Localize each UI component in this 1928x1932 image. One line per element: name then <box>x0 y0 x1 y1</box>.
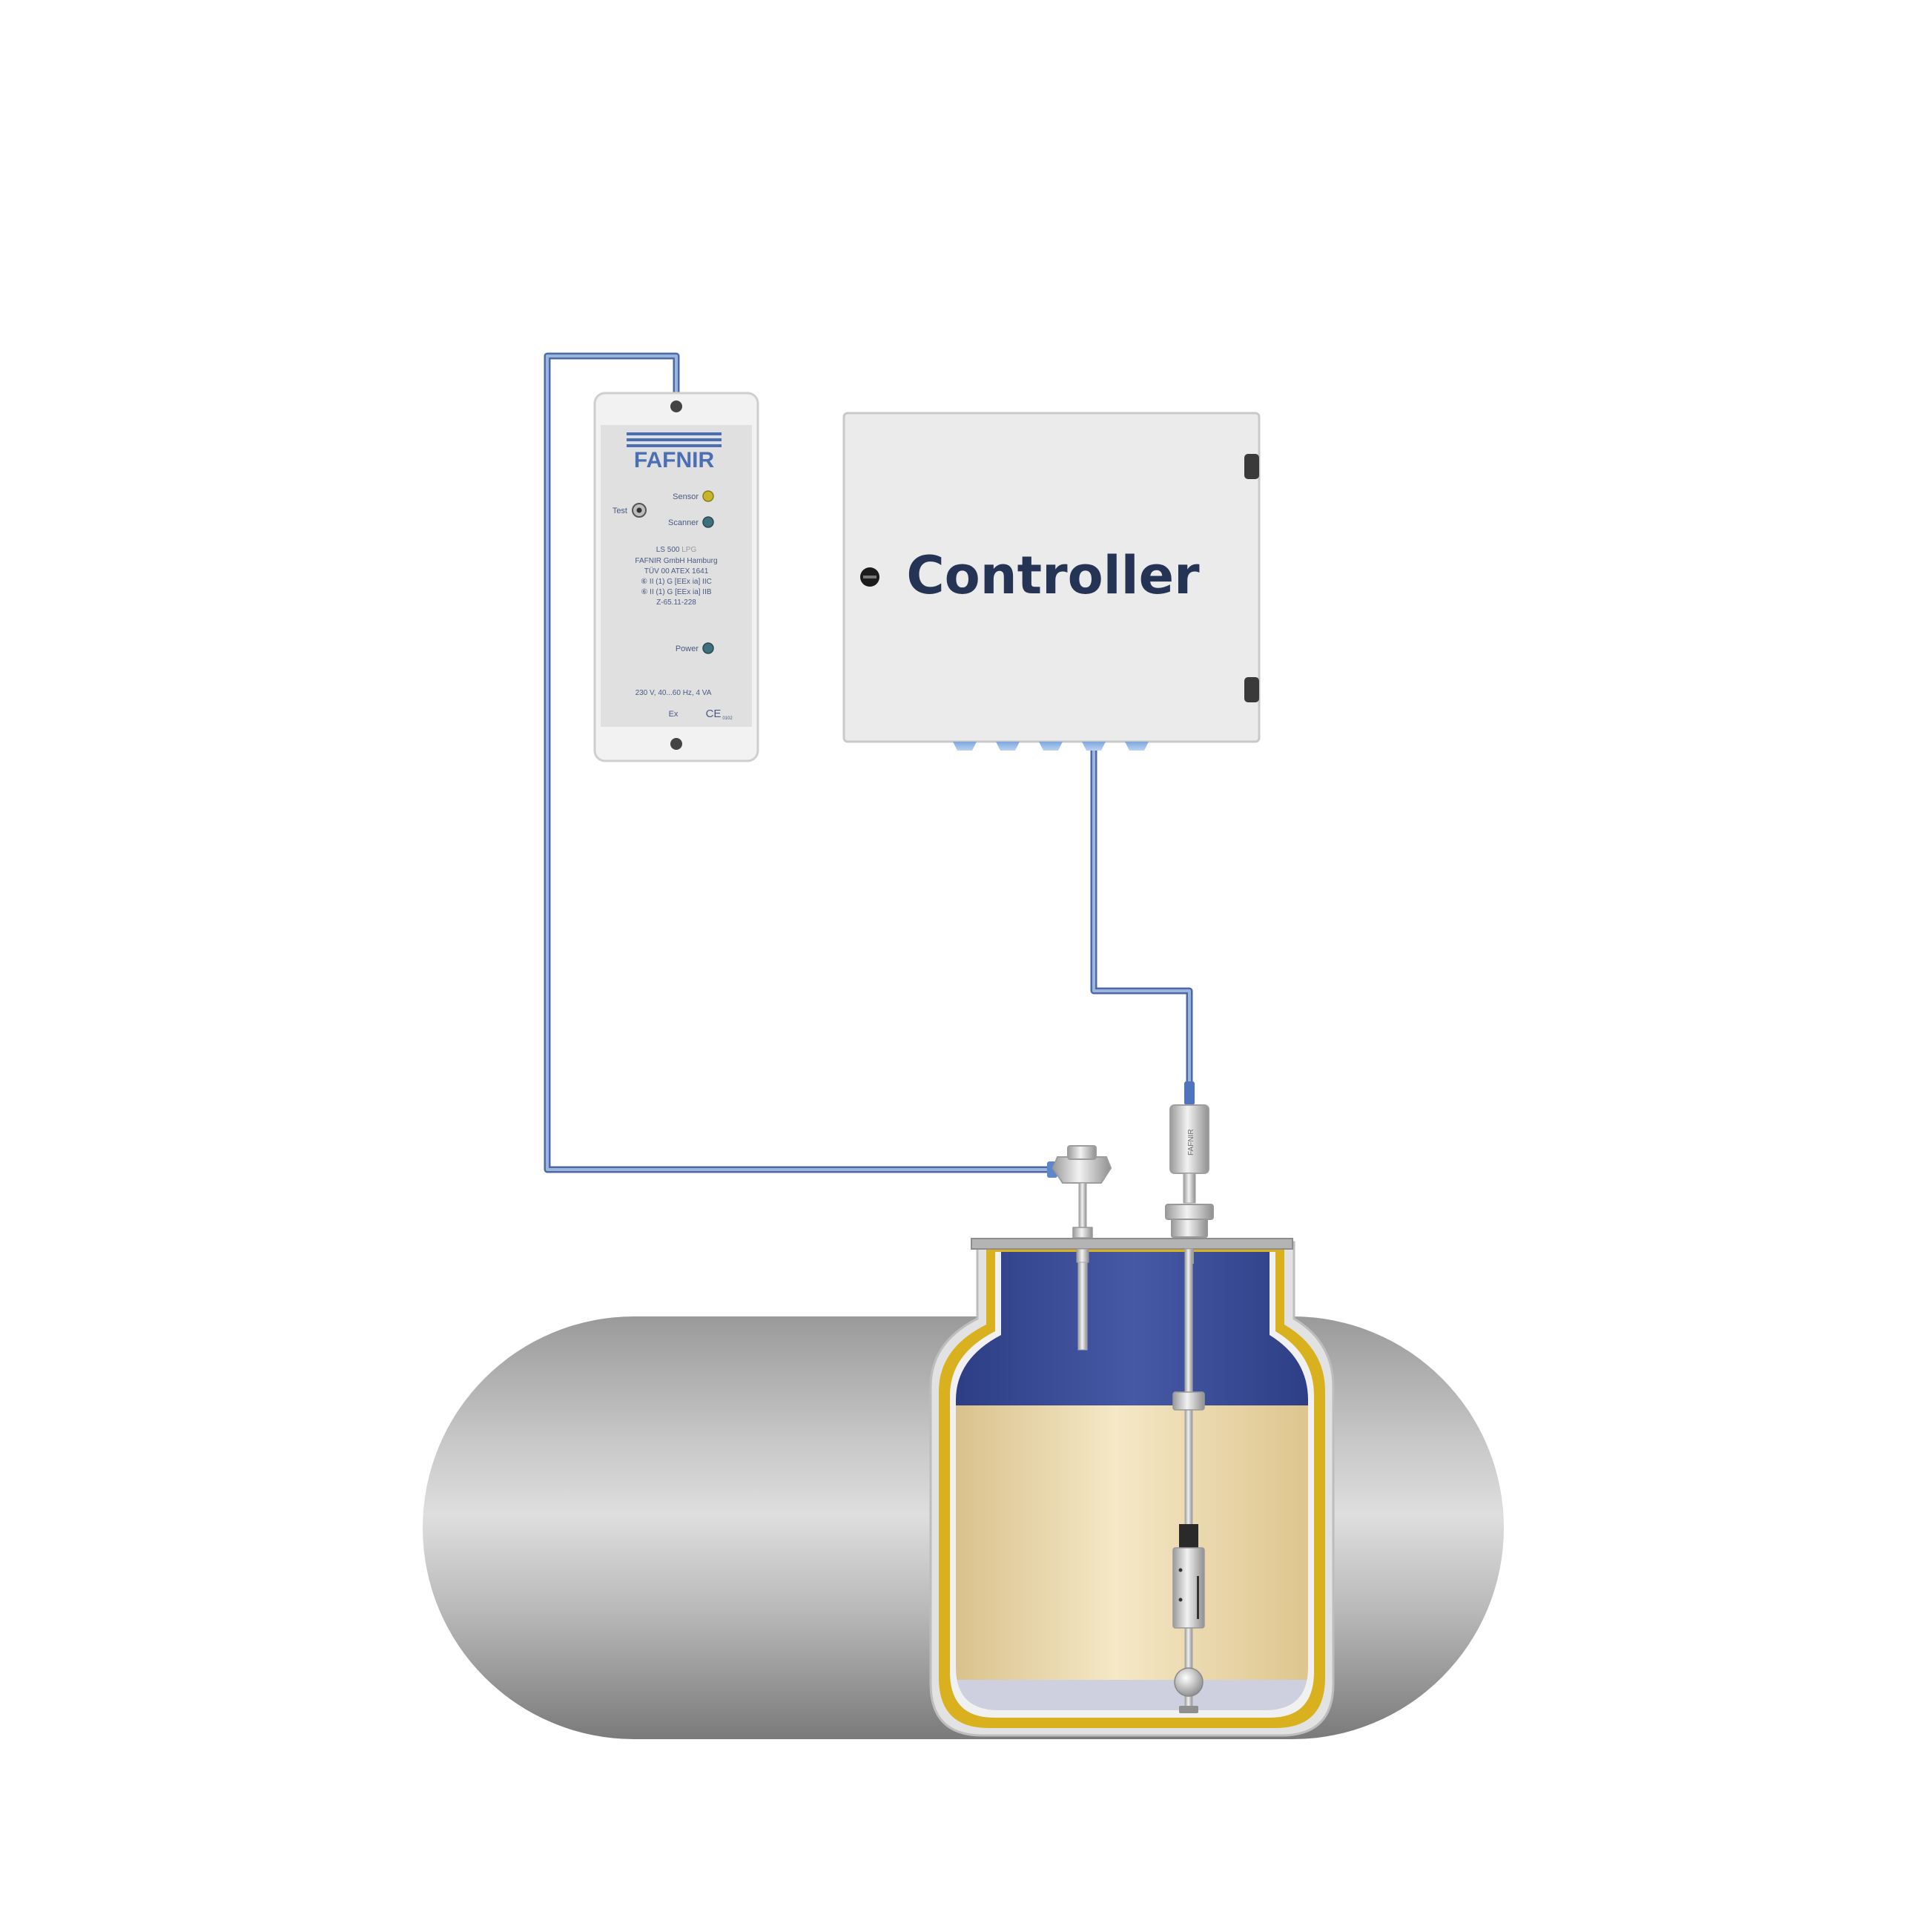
model-label: LS 500 LPG <box>656 546 697 554</box>
density-module <box>1172 1547 1205 1629</box>
power-label: Power <box>676 644 699 653</box>
spec-line-5: Z-65.11-228 <box>656 599 696 607</box>
scanner-label: Scanner <box>668 518 699 527</box>
hinge-top <box>1244 454 1259 479</box>
spec-line-2: TÜV 00 ATEX 1641 <box>644 567 709 576</box>
water-float <box>1174 1667 1204 1697</box>
ce-mark: CE <box>706 708 722 720</box>
cable-glands <box>953 742 1149 751</box>
mount-hole-top <box>670 400 682 412</box>
cables <box>544 352 1193 1173</box>
controller-label: Controller <box>906 545 1200 606</box>
sensor-label: Sensor <box>673 492 699 501</box>
hinge-bottom <box>1244 677 1259 702</box>
ce-number: 0102 <box>722 716 733 721</box>
scanner-led <box>702 516 714 528</box>
fafnir-logo: FAFNIR <box>634 448 715 472</box>
level-probe: FAFNIR <box>1165 1081 1214 1713</box>
spec-line-3: ⑥ II (1) G [EEx ia] IIC <box>641 578 712 586</box>
mount-hole-bottom <box>670 738 682 750</box>
probe-label: FAFNIR <box>1187 1129 1195 1155</box>
controller-box: Controller <box>842 412 1261 751</box>
product-float <box>1172 1391 1205 1411</box>
gas-phase <box>956 1252 1308 1405</box>
sensor-led <box>702 490 714 502</box>
fafnir-logo-stripes <box>627 432 722 447</box>
controller-cable <box>1090 749 1193 1087</box>
probe-rod <box>1184 1248 1193 1713</box>
test-label: Test <box>613 507 627 515</box>
overfill-sensor <box>1047 1145 1112 1351</box>
lpg-tank <box>423 1238 1504 1739</box>
fafnir-detector-unit: FAFNIR Sensor Test Scanner LS 500 LPG FA… <box>593 392 759 762</box>
spec-line-1: FAFNIR GmbH Hamburg <box>635 557 717 565</box>
liquid-phase <box>956 1405 1308 1680</box>
spec-line-4: ⑥ II (1) G [EEx ia] IIB <box>641 588 711 596</box>
tank-flange <box>971 1238 1293 1250</box>
power-led <box>702 642 714 654</box>
ex-mark: Ex <box>669 710 679 719</box>
power-spec: 230 V, 40...60 Hz, 4 VA <box>635 689 712 697</box>
water-bottom <box>956 1680 1308 1710</box>
